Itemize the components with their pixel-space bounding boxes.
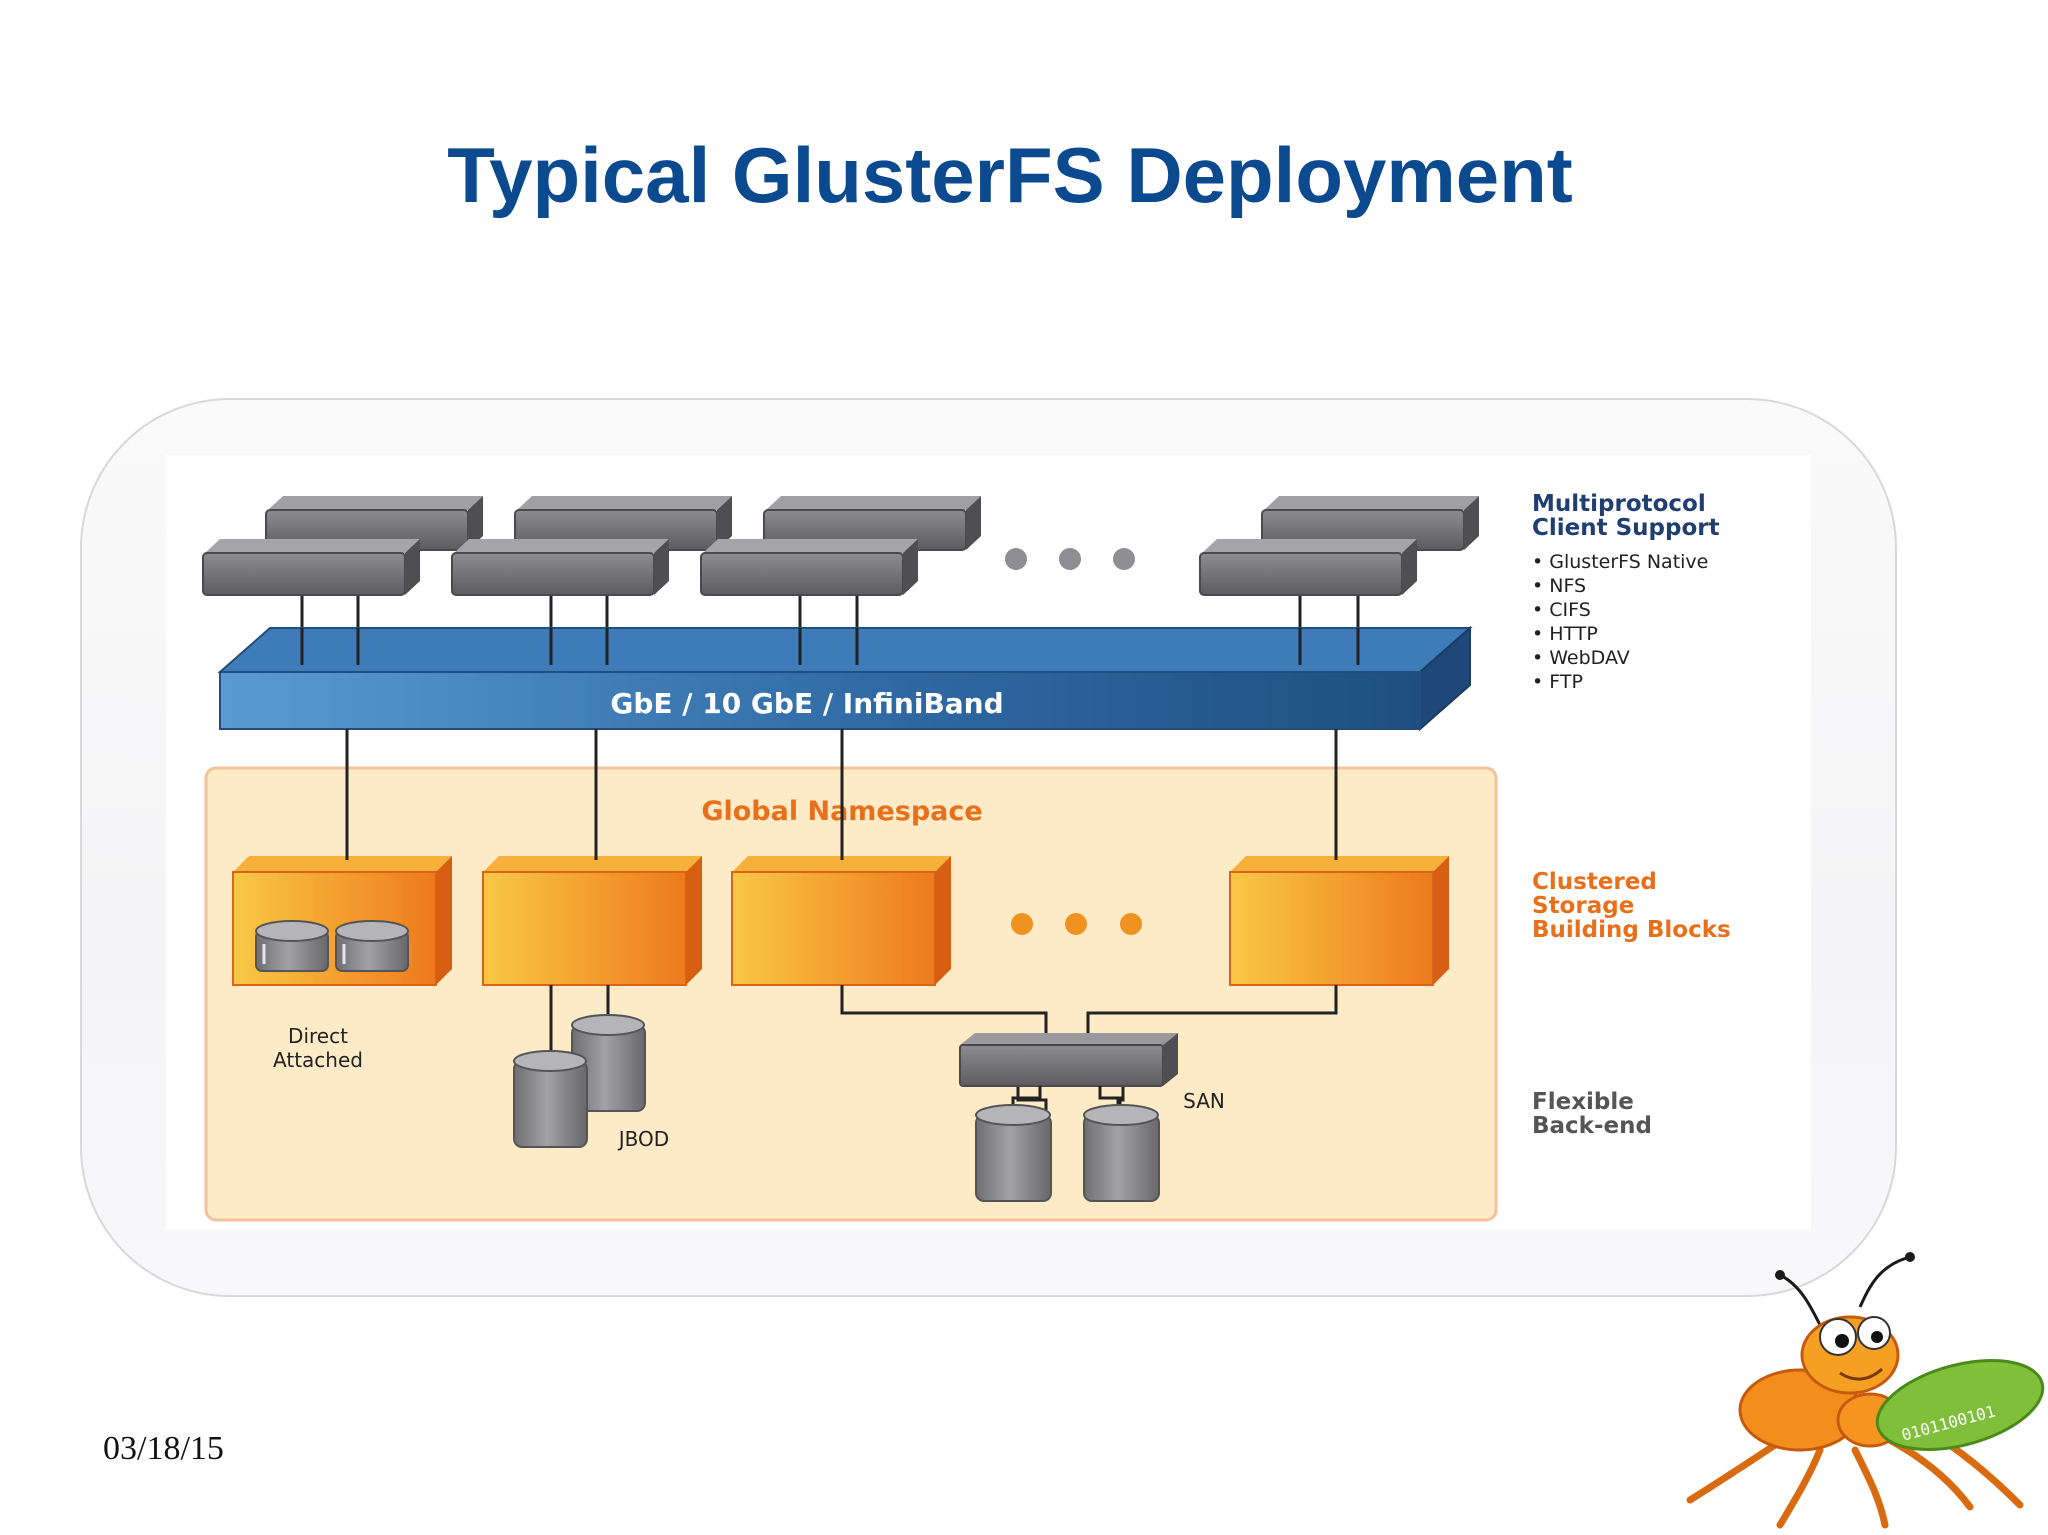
storage-node xyxy=(1229,856,1449,986)
client-machine xyxy=(202,539,420,596)
client-machine xyxy=(700,539,918,596)
san-disks xyxy=(975,1104,1160,1202)
direct-label-line1: Direct xyxy=(288,1024,348,1048)
jbod-disks xyxy=(513,1014,646,1148)
protocol-item: • GlusterFS Native xyxy=(1532,551,1708,573)
right-labels: Multiprotocol Client Support • GlusterFS… xyxy=(1532,491,1731,1139)
gluster-ant-logo: 0101100101 xyxy=(1686,1252,2045,1529)
client-ellipsis xyxy=(1005,548,1135,570)
network-storage-links-over xyxy=(345,856,1338,860)
client-support-title-line2: Client Support xyxy=(1532,515,1720,541)
protocol-item: • FTP xyxy=(1532,671,1583,693)
network-storage-links xyxy=(345,729,1338,860)
protocol-item: • NFS xyxy=(1532,575,1586,597)
storage-node xyxy=(482,856,702,986)
protocol-item: • WebDAV xyxy=(1532,647,1630,669)
global-namespace-area xyxy=(204,766,1498,1222)
disk-icon xyxy=(335,920,409,972)
storage-node xyxy=(731,856,951,986)
protocol-list: • GlusterFS Native • NFS • CIFS • HTTP •… xyxy=(1532,551,1708,693)
san-switch xyxy=(959,1033,1178,1087)
disk-icon xyxy=(975,1104,1052,1202)
backend-title-line1: Flexible xyxy=(1532,1089,1634,1115)
san-label: SAN xyxy=(1183,1089,1225,1113)
direct-attached-disks xyxy=(255,920,409,972)
storage-title-line3: Building Blocks xyxy=(1532,917,1731,943)
client-machine xyxy=(451,539,669,596)
protocol-item: • CIFS xyxy=(1532,599,1591,621)
storage-title-line2: Storage xyxy=(1532,893,1634,919)
backend-title-line2: Back-end xyxy=(1532,1113,1652,1139)
direct-label-line2: Attached xyxy=(273,1048,363,1072)
network-bar: GbE / 10 GbE / InfiniBand xyxy=(217,625,1473,732)
protocol-item: • HTTP xyxy=(1532,623,1598,645)
client-machine xyxy=(1199,539,1417,596)
storage-title-line1: Clustered xyxy=(1532,869,1657,895)
client-machines xyxy=(202,496,1479,596)
slide-title: Typical GlusterFS Deployment xyxy=(447,131,1573,219)
storage-nodes xyxy=(232,856,1449,986)
client-support-title-line1: Multiprotocol xyxy=(1532,491,1706,517)
network-label: GbE / 10 GbE / InfiniBand xyxy=(610,687,1003,720)
slide-date: 03/18/15 xyxy=(103,1430,224,1467)
client-network-links-over xyxy=(300,628,1360,665)
jbod-label: JBOD xyxy=(617,1127,669,1151)
disk-icon xyxy=(571,1014,646,1112)
disk-icon xyxy=(513,1050,588,1148)
storage-ellipsis xyxy=(1011,913,1142,935)
disk-icon xyxy=(255,920,329,972)
disk-icon xyxy=(1083,1104,1160,1202)
